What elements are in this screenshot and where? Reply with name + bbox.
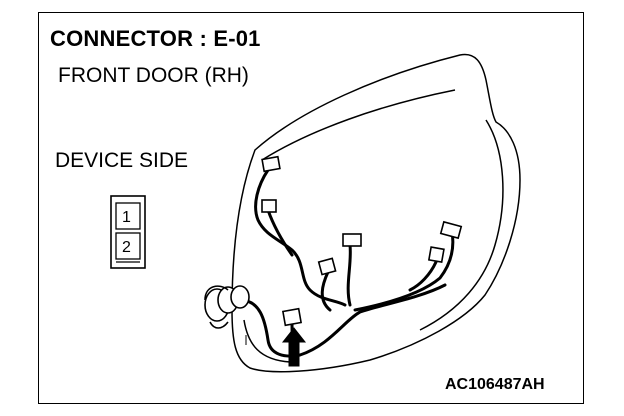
pin-1-label: 1 [122,209,131,226]
connector-block [427,246,445,264]
connector-block [261,199,277,213]
grommet [204,285,250,345]
harness-connectors [261,155,463,327]
connector-block [439,220,463,240]
target-connector-e01 [281,307,303,327]
connector-block [342,233,362,247]
connector-block [261,155,281,173]
location-arrow-icon [281,327,307,367]
connector-face-icon: 1 2 [110,195,146,269]
door-outline [231,53,521,373]
device-side-label: DEVICE SIDE [55,149,189,172]
connector-block [317,257,337,276]
location-label: FRONT DOOR (RH) [58,64,249,87]
pin-2-label: 2 [122,239,131,256]
connector-title: CONNECTOR : E-01 [50,26,261,51]
wire-harness [238,168,455,358]
figure-code: AC106487AH [445,376,545,393]
